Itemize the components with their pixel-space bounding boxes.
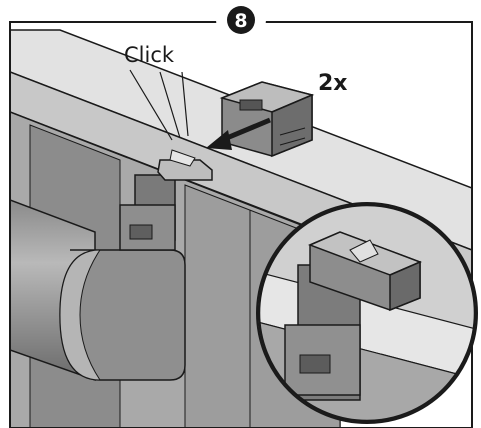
motion-arrow — [206, 117, 271, 150]
bracket-clip — [157, 159, 213, 181]
step-number: 8 — [234, 10, 247, 32]
click-leader-lines — [129, 69, 189, 141]
detail-zoom — [256, 202, 478, 424]
step-badge-circle — [227, 6, 255, 34]
click-label: Click — [124, 43, 175, 67]
step-badge: 8 — [216, 4, 266, 36]
quantity-label: 2x — [318, 71, 348, 96]
